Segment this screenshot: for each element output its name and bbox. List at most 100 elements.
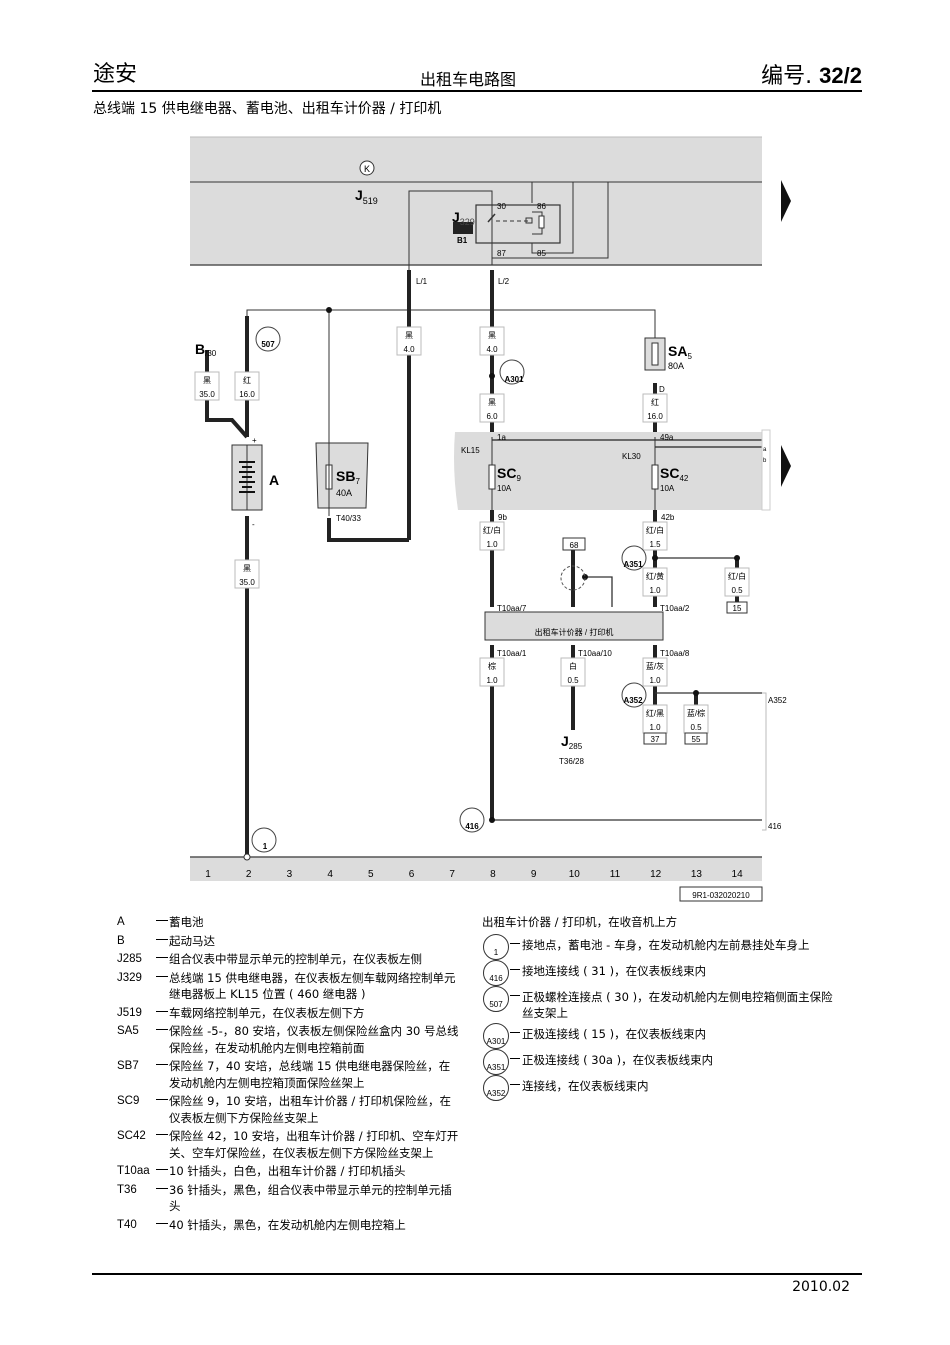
track-number: 10 [569,869,581,880]
wire-label-w14: 蓝/灰1.0 [642,657,668,687]
continue-arrow-icon [781,180,791,222]
wire-label-w4: 黑4.0 [479,326,505,356]
sb7-pin: T40/33 [336,514,361,523]
wire-size: 6.0 [486,412,498,421]
battery-minus: - [252,520,255,529]
legend-key: T10aa [117,1163,169,1180]
sb7-label: SB7 [336,468,360,486]
battery-plus: + [252,436,257,445]
taxi-meter-label: 出租车计价器 / 打印机 [535,627,614,637]
track-number: 5 [368,869,374,880]
legend-key: J285 [117,951,169,968]
wire-size: 1.5 [649,540,661,549]
track-number: 13 [691,869,703,880]
pin-t10aa-1: T10aa/1 [497,649,527,658]
wire-color: 黑 [243,564,251,573]
wire-color: 棕 [488,661,496,671]
j285-pin: T36/28 [559,757,584,766]
point-416: 416 [465,822,479,831]
point-circle-icon: A352 [483,1074,509,1101]
point-circle-icon: 1 [483,933,509,960]
battery-label: A [269,472,279,488]
legend-point-item: 1 接地点，蓄电池 - 车身，在发动机舱内左前悬挂处车身上 [482,933,842,960]
side-ref-a: a [763,447,767,453]
junction-dots [326,307,740,823]
connector-37: 37 [651,735,660,744]
j519-label: J519 [355,187,378,206]
legend-point-item: A301 正极连接线 ( 15 )，在仪表板线束内 [482,1022,842,1049]
wire-size: 0.5 [731,586,743,595]
connectors [562,537,748,745]
legend-desc: 保险丝 -5-，80 安培，仪表板左侧保险丝盒内 30 号总线保险丝，在发动机舱… [169,1024,459,1055]
wire-label-w10: 红/黄1.0 [642,567,668,597]
wire-label-w11: 红/白 0.5 [724,567,750,597]
legend-key: SA5 [117,1023,169,1056]
legend-desc: 40 针插头，黑色，在发动机舱内左侧电控箱上 [169,1217,406,1232]
legend-points: 出租车计价器 / 打印机，在收音机上方 1 接地点，蓄电池 - 车身，在发动机舱内… [482,914,842,1104]
track-number: 4 [327,869,333,880]
legend-key: SB7 [117,1058,169,1091]
b30-label: B/30 [195,341,217,358]
sa5-label: SA5 [668,343,692,361]
taxi-meter-printer [484,611,664,641]
svg-text:K: K [364,164,370,174]
wire-color: 红/白 [483,525,501,535]
point-circle-icon: A301 [483,1022,509,1049]
wire-color: 红/白 [646,525,664,535]
document-number: 编号. 32/2 [761,58,862,90]
legend-desc: 组合仪表中带显示单元的控制单元，在仪表板左侧 [169,952,422,966]
wire-size: 4.0 [486,345,498,354]
wire-size: 1.0 [649,586,661,595]
legend-right-title: 出租车计价器 / 打印机，在收音机上方 [482,915,678,929]
wire-labels: 黑35.0红16.0黑4.0黑4.0黑6.0红16.0黑35.0红/白1.0红/… [194,326,750,734]
wire-color: 红 [651,397,659,407]
legend-desc: 保险丝 7，40 安培，总线端 15 供电继电器保险丝，在发动机舱内左侧电控箱顶… [169,1059,451,1090]
ref-code: 9R1-032020210 [692,891,750,900]
sc42-fuse-icon [651,464,659,490]
sc9-in-pin: 1a [497,433,506,442]
legend-desc: 正极连接线 ( 15 )，在仪表板线束内 [522,1026,707,1041]
j519-panel [190,137,762,265]
legend-desc: 蓄电池 [169,915,204,929]
wire-color: 黑 [405,331,413,340]
wire-size: 35.0 [199,390,215,399]
pin-t10aa-10: T10aa/10 [578,649,612,658]
wire-size: 35.0 [239,578,255,587]
terminal-k-icon: K [359,160,375,176]
wire-color: 红/白 [728,571,746,581]
wire-size: 1.0 [649,676,661,685]
legend-key: A [117,914,169,931]
track-number: 1 [205,869,211,880]
ref-416: 416 [768,822,782,831]
sc9-out-pin: 9b [498,513,507,522]
wire-color: 蓝/棕 [687,708,705,718]
legend-desc: 总线端 15 供电继电器，在仪表板左侧车载网络控制单元继电器板上 KL15 位置… [169,970,456,1002]
legend-desc: 接地点，蓄电池 - 车身，在发动机舱内左前悬挂处车身上 [522,937,810,952]
wire-color: 白 [569,661,577,671]
wire-label-w1: 黑35.0 [194,371,220,401]
sc42-in-pin: 49a [660,433,674,442]
wire-size: 16.0 [239,390,255,399]
legend-key: SC9 [117,1093,169,1126]
track-number: 2 [246,869,252,880]
pin-t10aa-8: T10aa/8 [660,649,690,658]
kl15-label: KL15 [461,446,480,455]
relay-position-tag [453,222,473,234]
footer-date: 2010.02 [792,1279,850,1295]
sb7-rating: 40A [336,488,352,498]
point-circles [251,326,647,853]
point-circle-icon: 507 [483,985,509,1012]
wire-label-w3: 黑4.0 [396,326,422,356]
wire-label-w16: 蓝/棕0.5 [683,704,709,734]
